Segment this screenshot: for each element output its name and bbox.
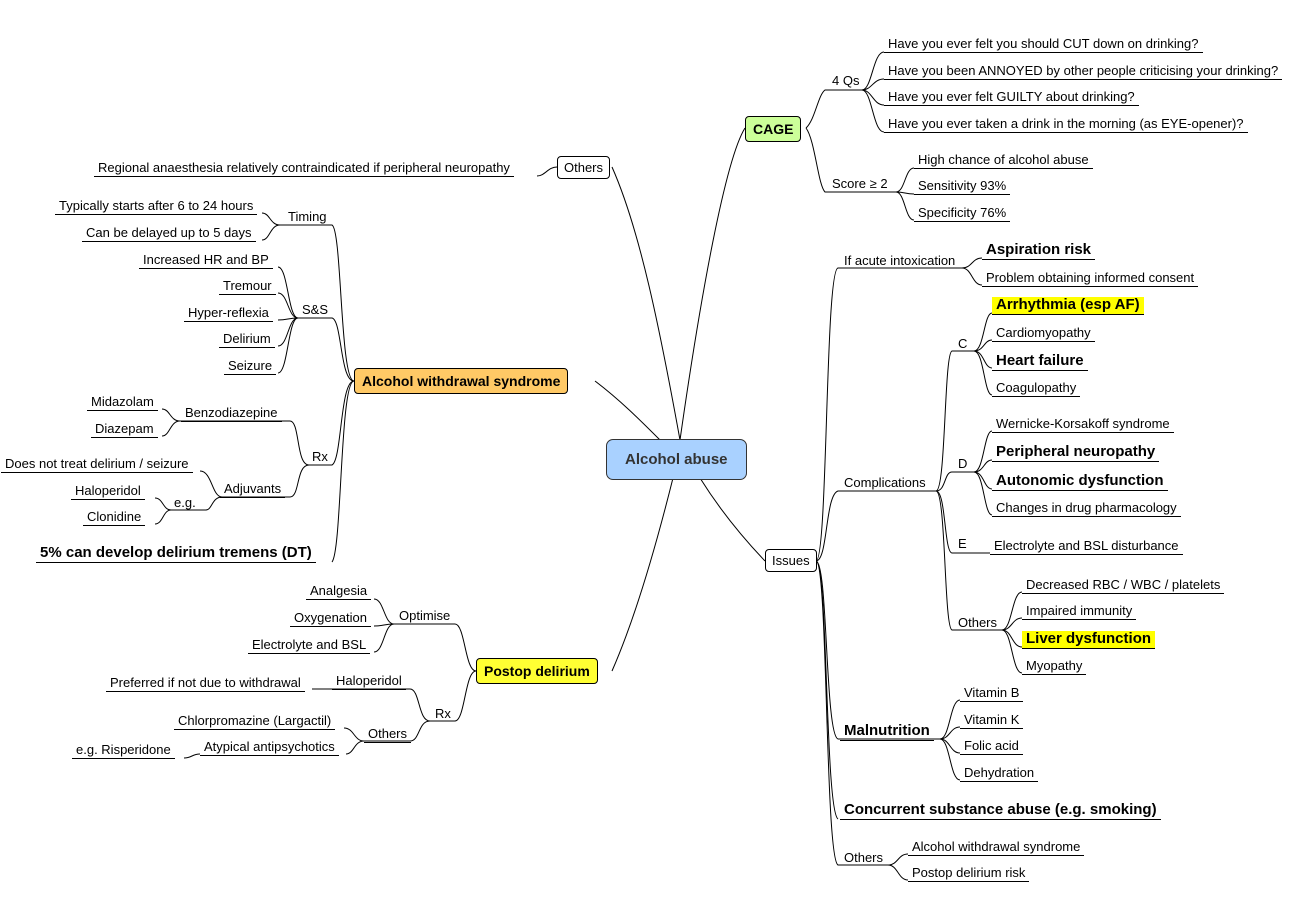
others-myopathy: Myopathy bbox=[1022, 659, 1087, 675]
adjuvants-not-treat: Does not treat delirium / seizure bbox=[1, 457, 193, 473]
d-drug-pharmacology: Changes in drug pharmacology bbox=[992, 501, 1181, 517]
withdrawal-ss-label[interactable]: S&S bbox=[302, 302, 329, 317]
complications-others-label[interactable]: Others bbox=[958, 615, 998, 630]
malnutrition-vit-k: Vitamin K bbox=[960, 713, 1024, 729]
cage-q-cut: Have you ever felt you should CUT down o… bbox=[884, 37, 1203, 53]
rx-adjuvants[interactable]: Adjuvants bbox=[220, 482, 286, 498]
eg-clonidine: Clonidine bbox=[83, 510, 146, 526]
c-heart-failure: Heart failure bbox=[992, 353, 1088, 371]
d-autonomic-dysfunction: Autonomic dysfunction bbox=[992, 473, 1168, 491]
benzo-midazolam: Midazolam bbox=[87, 395, 158, 411]
rx-haloperidol[interactable]: Haloperidol bbox=[332, 674, 406, 690]
eg-haloperidol: Haloperidol bbox=[71, 484, 145, 500]
timing-delayed: Can be delayed up to 5 days bbox=[82, 226, 256, 242]
withdrawal-timing-label[interactable]: Timing bbox=[288, 209, 327, 224]
cage-score-sensitivity: Sensitivity 93% bbox=[914, 179, 1011, 195]
cage-q-guilty: Have you ever felt GUILTY about drinking… bbox=[884, 90, 1139, 106]
adjuvants-eg-label[interactable]: e.g. bbox=[174, 495, 196, 510]
optimise-electrolyte: Electrolyte and BSL bbox=[248, 638, 371, 654]
others-regional-anaesthesia: Regional anaesthesia relatively contrain… bbox=[94, 161, 514, 177]
issues-complications-label[interactable]: Complications bbox=[844, 475, 926, 490]
others-immunity: Impaired immunity bbox=[1022, 604, 1137, 620]
issues-others-label[interactable]: Others bbox=[844, 850, 884, 865]
postop-optimise-label[interactable]: Optimise bbox=[399, 608, 451, 623]
c-coagulopathy: Coagulopathy bbox=[992, 381, 1081, 397]
cage-q-eye-opener: Have you ever taken a drink in the morni… bbox=[884, 117, 1248, 133]
acute-aspiration: Aspiration risk bbox=[982, 242, 1096, 260]
ss-delirium: Delirium bbox=[219, 332, 275, 348]
d-wernicke: Wernicke-Korsakoff syndrome bbox=[992, 417, 1174, 433]
cage-score-high-chance: High chance of alcohol abuse bbox=[914, 153, 1093, 169]
malnutrition-folic: Folic acid bbox=[960, 739, 1023, 755]
issues-concurrent: Concurrent substance abuse (e.g. smoking… bbox=[840, 802, 1161, 820]
issues-node[interactable]: Issues bbox=[765, 549, 817, 572]
rx-benzodiazepine[interactable]: Benzodiazepine bbox=[181, 406, 282, 422]
ss-tremour: Tremour bbox=[219, 279, 276, 295]
postop-node[interactable]: Postop delirium bbox=[476, 658, 598, 684]
timing-starts: Typically starts after 6 to 24 hours bbox=[55, 199, 258, 215]
cage-q-annoyed: Have you been ANNOYED by other people cr… bbox=[884, 64, 1283, 80]
optimise-analgesia: Analgesia bbox=[306, 584, 372, 600]
withdrawal-dt: 5% can develop delirium tremens (DT) bbox=[36, 545, 316, 563]
cage-node[interactable]: CAGE bbox=[745, 116, 802, 142]
issues-acute-label[interactable]: If acute intoxication bbox=[844, 253, 956, 268]
ss-hyper-reflexia: Hyper-reflexia bbox=[184, 306, 273, 322]
others-rbc: Decreased RBC / WBC / platelets bbox=[1022, 578, 1225, 594]
withdrawal-rx-label[interactable]: Rx bbox=[312, 449, 328, 464]
others-node[interactable]: Others bbox=[557, 156, 611, 179]
issues-malnutrition[interactable]: Malnutrition bbox=[840, 723, 934, 741]
issues-others-postop: Postop delirium risk bbox=[908, 866, 1030, 882]
cage-score-specificity: Specificity 76% bbox=[914, 206, 1011, 222]
rx-others[interactable]: Others bbox=[364, 727, 412, 743]
others-atypical[interactable]: Atypical antipsychotics bbox=[200, 740, 339, 756]
e-electrolyte: Electrolyte and BSL disturbance bbox=[990, 539, 1183, 555]
root-node[interactable]: Alcohol abuse bbox=[606, 439, 747, 480]
optimise-oxygenation: Oxygenation bbox=[290, 611, 371, 627]
atypical-risperidone: e.g. Risperidone bbox=[72, 743, 175, 759]
malnutrition-dehydration: Dehydration bbox=[960, 766, 1039, 782]
withdrawal-node[interactable]: Alcohol withdrawal syndrome bbox=[354, 368, 569, 394]
ss-seizure: Seizure bbox=[224, 359, 277, 375]
complications-d-label[interactable]: D bbox=[958, 456, 968, 471]
issues-others-withdrawal: Alcohol withdrawal syndrome bbox=[908, 840, 1085, 856]
cage-score-label[interactable]: Score ≥ 2 bbox=[832, 176, 888, 191]
complications-c-label[interactable]: C bbox=[958, 336, 968, 351]
c-arrhythmia: Arrhythmia (esp AF) bbox=[992, 297, 1144, 315]
ss-hr-bp: Increased HR and BP bbox=[139, 253, 273, 269]
haloperidol-preferred: Preferred if not due to withdrawal bbox=[106, 676, 305, 692]
acute-consent: Problem obtaining informed consent bbox=[982, 271, 1199, 287]
others-chlorpromazine: Chlorpromazine (Largactil) bbox=[174, 714, 336, 730]
malnutrition-vit-b: Vitamin B bbox=[960, 686, 1024, 702]
postop-rx-label[interactable]: Rx bbox=[435, 706, 451, 721]
complications-e-label[interactable]: E bbox=[958, 536, 967, 551]
d-peripheral-neuropathy: Peripheral neuropathy bbox=[992, 444, 1160, 462]
cage-4qs-label[interactable]: 4 Qs bbox=[832, 73, 860, 88]
benzo-diazepam: Diazepam bbox=[91, 422, 158, 438]
c-cardiomyopathy: Cardiomyopathy bbox=[992, 326, 1095, 342]
others-liver: Liver dysfunction bbox=[1022, 631, 1156, 649]
